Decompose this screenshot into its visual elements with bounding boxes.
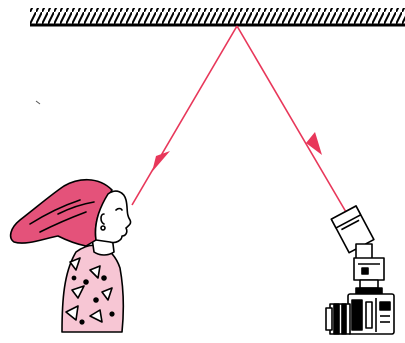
light-rays xyxy=(131,25,347,213)
light-path-down xyxy=(131,25,238,206)
woman-portrait-icon xyxy=(9,178,132,333)
stray-mark xyxy=(35,100,41,105)
camera-flash-icon xyxy=(325,205,395,335)
arrow-down-icon xyxy=(152,151,170,172)
arrow-up-icon xyxy=(306,132,322,155)
ceiling-icon xyxy=(30,8,405,27)
light-path-up xyxy=(236,25,347,213)
